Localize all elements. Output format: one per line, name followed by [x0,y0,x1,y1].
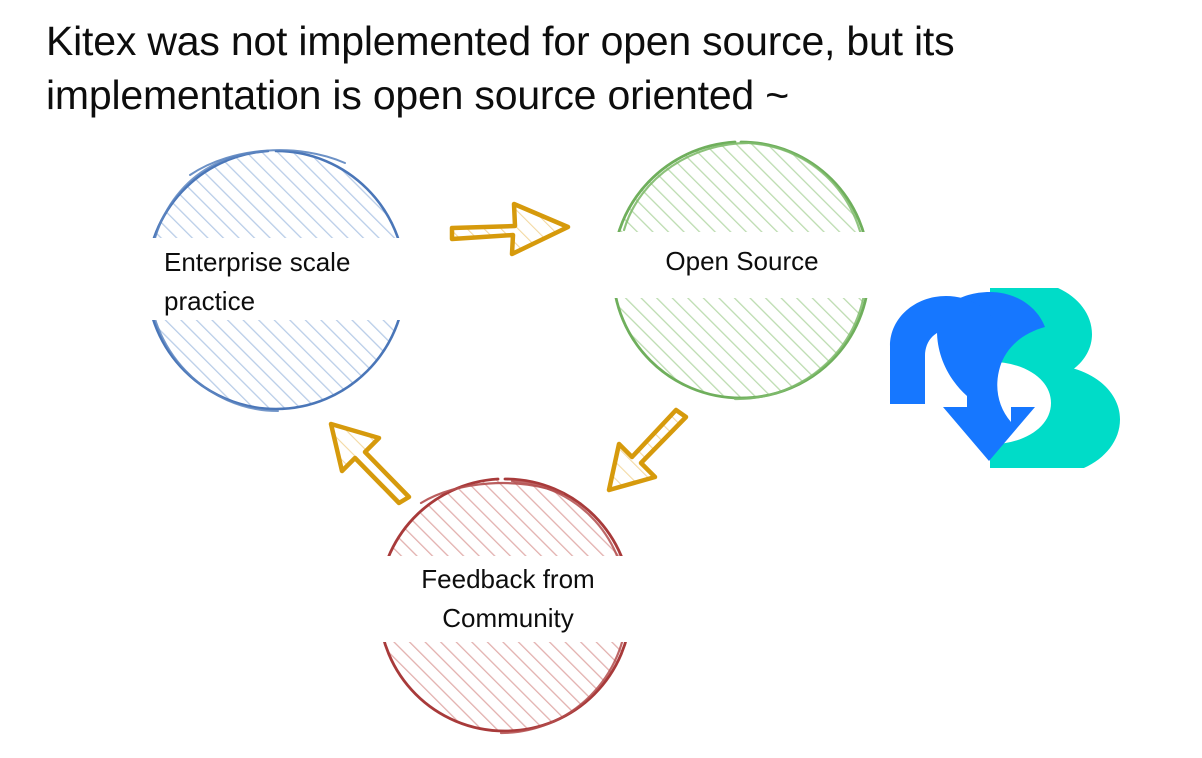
cloud-arrow-logo [884,288,1136,468]
node-label-open-source: Open Source [665,246,819,276]
node-label-band-feedback-from-community: Feedback from Community [377,556,639,642]
arrow-feedback-to-practice [328,421,412,506]
arrow-open-source-to-feedback [606,407,689,493]
node-label-band-open-source: Open Source [610,232,874,298]
curved-arrow-icon [890,292,1045,461]
page-title: Kitex was not implemented for open sourc… [46,18,966,118]
node-label-band-enterprise-scale-practice: Enterprise scale practice [136,238,415,320]
arrow-practice-to-open-source [449,201,571,257]
node-label-enterprise-scale-practice: Enterprise scale practice [164,247,358,316]
node-label-feedback-from-community: Feedback from Community [421,564,602,633]
